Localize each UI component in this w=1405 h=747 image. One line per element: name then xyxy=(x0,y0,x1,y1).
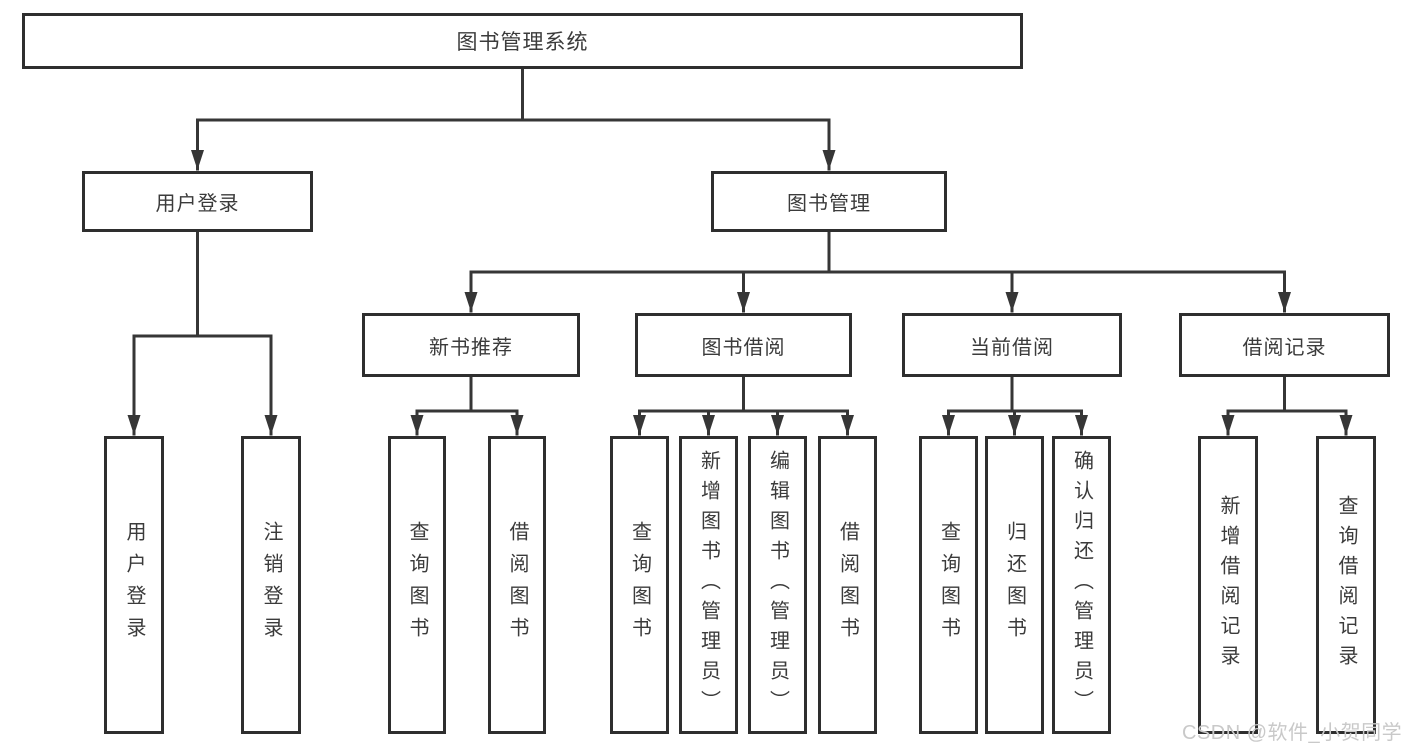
leaf-user-login: 用户登录 xyxy=(104,436,164,734)
node-current-borrowing: 当前借阅 xyxy=(902,313,1122,377)
leaf-logout: 注销登录 xyxy=(241,436,301,734)
leaf-records-query-record: 查询借阅记录 xyxy=(1316,436,1376,734)
leaf-logout-label: 注销登录 xyxy=(260,521,282,649)
connector-mgmt-to-level3 xyxy=(464,230,1291,313)
leaf-borrow-add-books-admin-label: 新增图书（管理员） xyxy=(697,450,720,720)
leaf-borrow-query-books: 查询图书 xyxy=(610,436,669,734)
node-book-management: 图书管理 xyxy=(711,171,947,232)
node-root-label: 图书管理系统 xyxy=(456,31,589,54)
connector-records-to-leaves xyxy=(1221,375,1353,436)
node-borrowing-records: 借阅记录 xyxy=(1179,313,1390,377)
leaf-current-confirm-return-admin: 确认归还（管理员） xyxy=(1052,436,1111,734)
leaf-records-add-record-label: 新增借阅记录 xyxy=(1217,495,1239,675)
leaf-user-login-label: 用户登录 xyxy=(123,521,145,649)
node-new-book-recommend: 新书推荐 xyxy=(362,313,580,377)
leaf-current-query-books-label: 查询图书 xyxy=(937,521,960,649)
leaf-borrow-query-books-label: 查询图书 xyxy=(628,521,651,649)
connector-login-to-leaves xyxy=(127,230,278,436)
leaf-current-query-books: 查询图书 xyxy=(919,436,978,734)
node-user-login-label: 用户登录 xyxy=(155,193,240,215)
node-borrowing-records-label: 借阅记录 xyxy=(1242,336,1327,359)
node-book-management-label: 图书管理 xyxy=(787,193,871,215)
leaf-current-return-books: 归还图书 xyxy=(985,436,1044,734)
connector-newbooks-to-leaves xyxy=(410,375,524,436)
leaf-records-add-record: 新增借阅记录 xyxy=(1198,436,1258,734)
leaf-newbooks-borrow-books-label: 借阅图书 xyxy=(506,521,528,649)
leaf-current-confirm-return-admin-label: 确认归还（管理员） xyxy=(1070,450,1093,720)
node-book-borrowing-label: 图书借阅 xyxy=(701,336,786,359)
connector-borrow-to-leaves xyxy=(633,375,854,436)
leaf-current-return-books-label: 归还图书 xyxy=(1003,521,1026,649)
node-user-login: 用户登录 xyxy=(82,171,313,232)
connector-current-to-leaves xyxy=(942,375,1088,436)
leaf-borrow-add-books-admin: 新增图书（管理员） xyxy=(679,436,738,734)
node-root-system: 图书管理系统 xyxy=(22,13,1023,69)
csdn-watermark: CSDN @软件_小贺同学 xyxy=(1182,722,1403,744)
node-current-borrowing-label: 当前借阅 xyxy=(970,336,1054,359)
leaf-records-query-record-label: 查询借阅记录 xyxy=(1335,495,1357,675)
node-new-book-recommend-label: 新书推荐 xyxy=(429,336,513,359)
leaf-newbooks-query-books-label: 查询图书 xyxy=(406,521,428,649)
node-book-borrowing: 图书借阅 xyxy=(635,313,852,377)
leaf-borrow-borrow-books: 借阅图书 xyxy=(818,436,877,734)
leaf-newbooks-query-books: 查询图书 xyxy=(388,436,446,734)
leaf-borrow-edit-books-admin: 编辑图书（管理员） xyxy=(748,436,807,734)
leaf-borrow-borrow-books-label: 借阅图书 xyxy=(836,521,859,649)
connector-root-to-level2 xyxy=(191,67,836,171)
leaf-newbooks-borrow-books: 借阅图书 xyxy=(488,436,546,734)
leaf-borrow-edit-books-admin-label: 编辑图书（管理员） xyxy=(766,450,789,720)
